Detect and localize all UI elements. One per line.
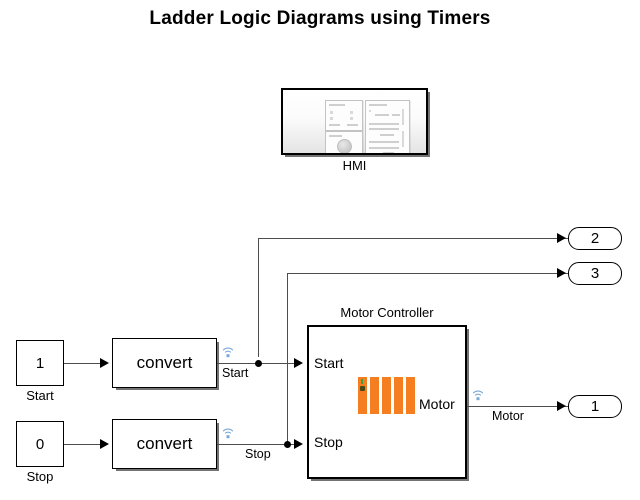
wire-inport-stop-to-convert bbox=[64, 444, 102, 445]
motor-controller-port-stop: Stop bbox=[314, 434, 343, 450]
page-title: Ladder Logic Diagrams using Timers bbox=[149, 8, 491, 29]
wire-start-branch-vertical bbox=[258, 238, 259, 357]
arrow-outport2 bbox=[557, 233, 566, 243]
outport-3[interactable]: 3 bbox=[568, 262, 622, 285]
convert-block-stop[interactable]: convert bbox=[112, 419, 217, 469]
convert-block-start[interactable]: convert bbox=[112, 338, 217, 388]
inport-start-label: Start bbox=[26, 388, 54, 403]
motor-controller-port-motor: Motor bbox=[419, 396, 455, 412]
arrow-outport3 bbox=[557, 268, 566, 278]
wire-inport-start-to-convert bbox=[64, 363, 102, 364]
hmi-block[interactable] bbox=[281, 88, 428, 155]
wire-start-to-outport2 bbox=[258, 238, 568, 239]
wire-stop-branch-vertical bbox=[287, 273, 288, 441]
inport-stop[interactable]: 0 bbox=[16, 421, 64, 467]
hmi-thumbnail bbox=[283, 90, 426, 153]
motor-controller-block[interactable] bbox=[307, 325, 467, 479]
junction-start bbox=[255, 360, 262, 367]
inport-stop-label: Stop bbox=[26, 469, 54, 484]
outport-3-value: 3 bbox=[590, 265, 600, 282]
signal-label-motor: Motor bbox=[492, 409, 524, 423]
inport-stop-value: 0 bbox=[35, 435, 45, 453]
arrow-convert-stop-in bbox=[100, 439, 109, 449]
motor-controller-port-start: Start bbox=[314, 355, 344, 371]
convert-block-stop-label: convert bbox=[136, 434, 193, 453]
hmi-pane-bottom-left bbox=[325, 131, 363, 153]
outport-2-value: 2 bbox=[590, 230, 600, 247]
signal-label-start: Start bbox=[222, 366, 249, 380]
arrow-subsystem-start-in bbox=[294, 358, 303, 368]
wire-stop-to-outport3 bbox=[287, 273, 568, 274]
signal-tag-icon-stop bbox=[222, 428, 234, 439]
hmi-block-label: HMI bbox=[342, 158, 367, 173]
signal-label-stop: Stop bbox=[245, 447, 271, 461]
outport-1-value: 1 bbox=[590, 398, 600, 415]
motor-controller-label: Motor Controller bbox=[340, 305, 434, 320]
outport-2[interactable]: 2 bbox=[568, 227, 622, 250]
arrow-outport1 bbox=[557, 401, 566, 411]
plc-ladder-icon bbox=[358, 377, 416, 414]
wire-convert-stop-to-subsystem bbox=[217, 444, 301, 445]
hmi-pane-top-left bbox=[325, 100, 363, 131]
arrow-subsystem-stop-in bbox=[294, 439, 303, 449]
signal-tag-icon-motor bbox=[472, 390, 484, 401]
convert-block-start-label: convert bbox=[136, 353, 193, 372]
outport-1[interactable]: 1 bbox=[568, 395, 622, 418]
junction-stop bbox=[284, 441, 291, 448]
wire-motor-to-outport1 bbox=[467, 406, 568, 407]
hmi-pane-right bbox=[365, 100, 410, 153]
inport-start[interactable]: 1 bbox=[16, 340, 64, 386]
arrow-convert-start-in bbox=[100, 358, 109, 368]
inport-start-value: 1 bbox=[35, 354, 45, 372]
signal-tag-icon-start bbox=[222, 347, 234, 358]
